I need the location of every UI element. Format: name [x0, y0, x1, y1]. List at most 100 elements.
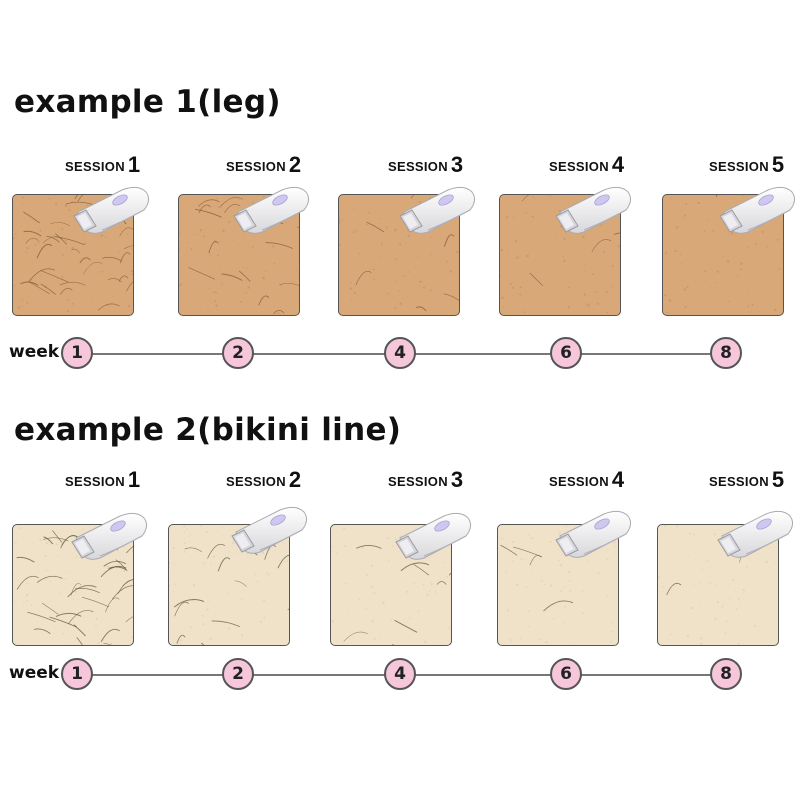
skin-pore: [525, 586, 528, 588]
session-word: SESSION: [388, 159, 448, 174]
skin-pore: [199, 229, 203, 232]
skin-pore: [516, 256, 519, 259]
hair-strand: [43, 537, 69, 542]
hair-strand: [591, 239, 612, 253]
skin-pore: [71, 261, 73, 263]
skin-pore: [569, 296, 571, 298]
ipl-device-icon: [398, 182, 478, 238]
skin-pore: [369, 268, 371, 270]
skin-pore: [66, 643, 68, 645]
skin-pore: [526, 628, 528, 629]
hair-strand: [415, 306, 427, 312]
hair-strand: [277, 554, 289, 569]
hair-strand: [356, 545, 382, 549]
hair-strand: [126, 546, 133, 554]
skin-pore: [663, 525, 667, 528]
hair-strand: [68, 610, 94, 624]
skin-pore: [713, 236, 715, 238]
skin-pore: [232, 240, 234, 242]
hair-strand: [366, 221, 385, 233]
hair-strand: [224, 204, 241, 213]
skin-pore: [25, 251, 27, 254]
session-5-label: SESSION 5: [709, 469, 784, 491]
skin-pore: [737, 598, 740, 601]
hair-strand: [103, 560, 127, 567]
skin-pore: [450, 587, 451, 589]
skin-pore: [434, 591, 437, 593]
hair-strand: [343, 631, 369, 642]
skin-pore: [373, 278, 375, 281]
device-drawing: [399, 186, 476, 234]
skin-pore: [511, 286, 515, 289]
skin-pore: [558, 531, 561, 534]
skin-pore: [87, 204, 89, 207]
hair-strand: [174, 601, 190, 617]
week-node: 6: [550, 658, 582, 690]
skin-pore: [187, 535, 190, 538]
skin-pore: [71, 570, 73, 573]
skin-pore: [530, 537, 533, 540]
device-drawing: [719, 186, 796, 234]
skin-pore: [545, 640, 548, 644]
skin-pore: [192, 584, 196, 587]
session-word: SESSION: [226, 474, 286, 489]
skin-pore: [726, 620, 728, 622]
skin-pore: [232, 541, 235, 544]
skin-pore: [126, 233, 129, 235]
skin-pore: [666, 638, 668, 640]
hair-strand: [75, 587, 100, 594]
hair-strand: [448, 572, 451, 576]
week-node: 4: [384, 337, 416, 369]
skin-pore: [240, 634, 244, 637]
skin-pore: [193, 609, 195, 611]
skin-pore: [716, 281, 718, 284]
skin-pore: [611, 264, 614, 267]
skin-pore: [183, 531, 186, 533]
skin-pore: [740, 268, 743, 270]
skin-pore: [257, 580, 259, 583]
skin-pore: [341, 219, 343, 222]
skin-pore: [183, 542, 186, 545]
hair-strand: [76, 637, 83, 645]
hair-strand: [43, 536, 54, 545]
hair-strand: [100, 628, 120, 642]
skin-pore: [72, 598, 74, 600]
skin-pore: [584, 265, 586, 267]
session-word: SESSION: [709, 159, 769, 174]
hair-strand: [103, 642, 112, 645]
hair-strand: [122, 579, 133, 586]
hair-strand: [107, 278, 123, 283]
skin-pore: [737, 275, 740, 277]
hair-strand: [28, 281, 51, 295]
skin-pore: [716, 601, 720, 604]
skin-pore: [25, 582, 28, 585]
skin-pore: [539, 638, 542, 641]
skin-pore: [263, 616, 266, 619]
skin-pore: [337, 604, 339, 606]
skin-pore: [220, 204, 222, 206]
skin-pore: [716, 270, 719, 273]
skin-pore: [398, 290, 401, 292]
skin-pore: [585, 270, 587, 272]
skin-pore: [748, 289, 750, 291]
skin-pore: [701, 569, 704, 571]
skin-pore: [394, 538, 397, 541]
skin-pore: [123, 569, 126, 573]
skin-pore: [252, 201, 254, 204]
session-number: 2: [288, 152, 302, 177]
skin-pore: [13, 237, 15, 240]
skin-pore: [569, 589, 572, 592]
skin-pore: [366, 223, 368, 226]
hair-strand: [184, 547, 202, 552]
skin-pore: [407, 271, 410, 273]
week-node: 2: [222, 337, 254, 369]
session-number: 1: [127, 152, 141, 177]
skin-pore: [758, 282, 759, 284]
skin-pore: [66, 247, 68, 249]
week-node: 6: [550, 337, 582, 369]
skin-pore: [75, 594, 77, 596]
skin-pore: [614, 545, 617, 548]
session-1-label: SESSION 1: [65, 154, 140, 176]
skin-pore: [564, 525, 567, 527]
session-4-label: SESSION 4: [549, 154, 624, 176]
